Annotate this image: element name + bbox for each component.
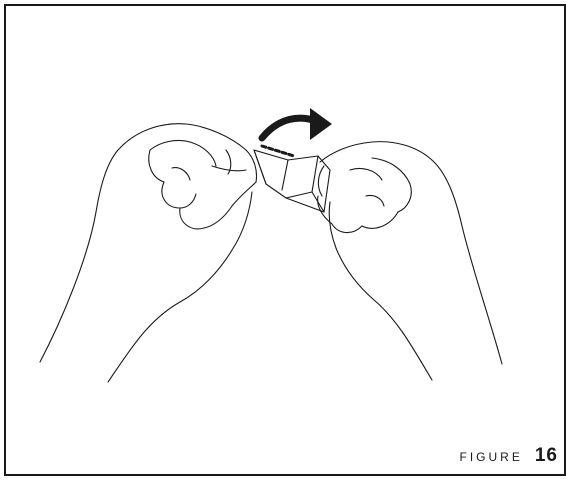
fold-direction-arrow-icon xyxy=(258,108,332,142)
figure-number: 16 xyxy=(534,445,558,466)
left-hand-icon xyxy=(39,123,258,383)
figure-frame xyxy=(4,4,566,476)
figure-caption: FIGURE 16 xyxy=(460,445,558,467)
right-hand-icon xyxy=(317,141,503,381)
paper-strip-icon xyxy=(253,144,331,213)
figure-label: FIGURE xyxy=(459,450,523,464)
